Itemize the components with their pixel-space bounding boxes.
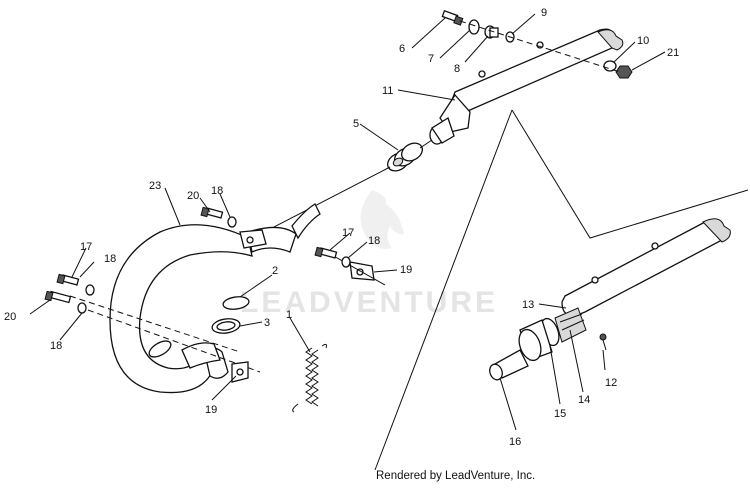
callout-18-left-top: 18 [104, 253, 116, 265]
washer-18-upper [227, 216, 237, 228]
retaining-spring-1 [292, 343, 327, 413]
callout-9: 9 [541, 7, 547, 19]
leader-lines [29, 13, 666, 431]
callout-16: 16 [509, 436, 521, 448]
callout-23: 23 [149, 180, 161, 192]
callout-19-right: 19 [400, 264, 412, 276]
watermark-logo [360, 190, 404, 249]
callout-21: 21 [667, 47, 679, 59]
mount-grommet-8 [484, 25, 499, 39]
callout-11: 11 [382, 85, 393, 97]
callout-13: 13 [522, 299, 534, 311]
mount-collar-7 [468, 19, 480, 35]
bolt-17-right [314, 246, 338, 259]
callout-14: 14 [578, 394, 590, 406]
callout-6: 6 [399, 43, 405, 55]
bolt-17-left [56, 273, 80, 286]
callout-5: 5 [353, 118, 359, 130]
callout-18-upper: 18 [211, 185, 223, 197]
connector-spring-5 [387, 142, 423, 172]
callout-7: 7 [428, 53, 434, 65]
detail-screw-12 [599, 333, 607, 351]
callout-20-left: 20 [4, 311, 16, 323]
callout-15: 15 [554, 408, 566, 420]
callout-17-left: 17 [80, 241, 92, 253]
callout-18-left-bottom: 18 [50, 340, 62, 352]
callout-20-upper: 20 [187, 190, 199, 202]
pipe-bracket-upper [239, 229, 267, 249]
callout-3: 3 [264, 317, 270, 329]
callout-18-right: 18 [368, 235, 380, 247]
detail-silencer [561, 218, 731, 316]
callout-1: 1 [286, 309, 292, 321]
callout-12: 12 [605, 377, 617, 389]
mount-washer-10 [603, 60, 617, 72]
pipe-bracket-19-lower [231, 361, 249, 383]
washer-18-right [341, 256, 351, 268]
bolt-20-upper [200, 206, 224, 219]
callout-19-lower: 19 [205, 404, 217, 416]
detail-inset-boundary [374, 109, 749, 471]
mount-bolt-6 [441, 9, 464, 26]
mount-nut-21 [615, 65, 633, 79]
bolt-20-left [44, 290, 72, 304]
callout-10: 10 [637, 35, 649, 47]
washer-18-left-bottom [77, 302, 87, 314]
callout-2: 2 [272, 265, 278, 277]
callout-8: 8 [454, 63, 460, 75]
credit-text: Rendered by LeadVenture, Inc. [376, 470, 536, 482]
washer-18-left-top [85, 284, 95, 296]
gasket-ring-3 [211, 318, 241, 334]
callout-17-right: 17 [342, 227, 354, 239]
watermark-text: LEADVENTURE [240, 286, 498, 319]
detail-endcap-16 [489, 319, 553, 381]
detail-silencer-core-14 [554, 307, 587, 343]
gasket-ring-2 [222, 296, 250, 310]
silencer-muffler [429, 28, 624, 145]
